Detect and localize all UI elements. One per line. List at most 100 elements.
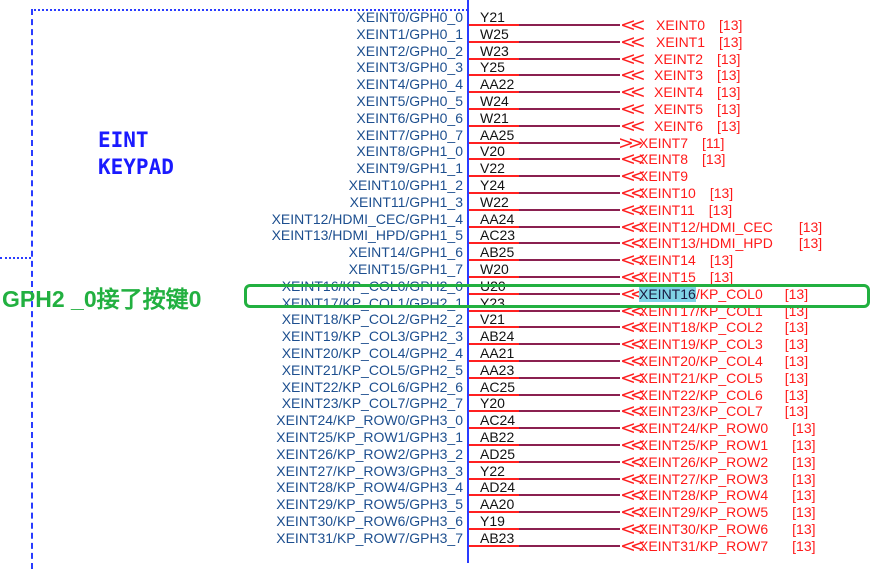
off-page-in-icon: << [620, 501, 646, 523]
ball-label: Y21 [480, 9, 505, 25]
page-ref: [13] [784, 286, 809, 302]
net-wire [519, 528, 620, 530]
pin-label: XEINT8/GPH1_0 [356, 143, 463, 159]
ball-label: Y24 [480, 177, 505, 193]
net-name: XEINT11 [639, 202, 695, 218]
pin-label: XEINT4/GPH0_4 [356, 76, 463, 92]
page-ref: [13] [792, 420, 816, 436]
off-page-in-icon: << [620, 316, 646, 338]
off-page-in-icon: << [620, 81, 646, 103]
net-label: XEINT23/KP_COL7 [13] [639, 403, 808, 419]
ball-label: AB23 [480, 530, 515, 546]
net-name: XEINT19/KP_COL3 [639, 336, 763, 352]
ball-label: AA24 [480, 211, 515, 227]
net-wire [519, 377, 620, 379]
net-wire [519, 326, 620, 328]
net-name: /KP_COL0 [695, 286, 763, 302]
ball-label: AC24 [480, 412, 516, 428]
ball-label: W22 [480, 194, 509, 210]
net-wire [519, 58, 620, 60]
ball-label: AD24 [480, 479, 516, 495]
pin-stub [469, 360, 519, 362]
net-name: XEINT18/KP_COL2 [639, 319, 763, 335]
net-wire [519, 461, 620, 463]
page-ref: [13] [792, 471, 816, 487]
page-ref: [13] [784, 403, 809, 419]
ball-label: Y20 [480, 395, 505, 411]
pin-stub [469, 293, 519, 295]
pin-label: XEINT21/KP_COL5/GPH2_5 [281, 362, 463, 378]
pin-label: XEINT18/KP_COL2/GPH2_2 [281, 311, 463, 327]
pin-label: XEINT29/KP_ROW5/GPH3_5 [276, 496, 463, 512]
net-label: XEINT1[13] [656, 34, 742, 50]
net-wire [519, 310, 620, 312]
off-page-in-icon: << [620, 535, 646, 557]
ball-label: AA25 [480, 127, 515, 143]
page-ref: [13] [798, 235, 823, 251]
highlight-ring [244, 284, 870, 308]
page-ref: [11] [702, 135, 725, 151]
net-name: XEINT3 [654, 67, 704, 83]
net-name: XEINT30/KP_ROW6 [639, 521, 769, 537]
net-highlight: XEINT16 [639, 286, 696, 302]
net-label: XEINT22/KP_COL6[13] [639, 387, 808, 403]
net-label: XEINT13/HDMI_HPD [13] [639, 235, 822, 251]
net-name: XEINT13/HDMI_HPD [639, 235, 773, 251]
net-name: XEINT23/KP_COL7 [639, 403, 763, 419]
page-ref: [13] [717, 67, 741, 83]
net-name: XEINT9 [639, 168, 689, 184]
page-ref: [13] [784, 387, 809, 403]
net-wire [519, 410, 620, 412]
net-label: XEINT27/KP_ROW3 [13] [639, 471, 816, 487]
pin-stub [469, 494, 519, 496]
page-ref: [13] [709, 252, 734, 268]
net-wire [519, 394, 620, 396]
off-page-in-icon: << [620, 216, 646, 238]
pin-label: XEINT10/GPH1_2 [348, 177, 463, 193]
block-title-keypad: KEYPAD [98, 155, 174, 179]
net-label: XEINT11 [13] [639, 202, 732, 218]
page-ref: [13] [709, 185, 734, 201]
pin-stub [469, 125, 519, 127]
net-name: XEINT28/KP_ROW4 [639, 487, 769, 503]
page-ref: [13] [792, 521, 816, 537]
pin-label: XEINT15/GPH1_7 [348, 261, 463, 277]
page-ref: [13] [708, 202, 733, 218]
ball-label: W25 [480, 26, 509, 42]
off-page-in-icon: << [620, 14, 646, 36]
ball-label: AD25 [480, 446, 516, 462]
off-page-in-icon: << [620, 266, 646, 288]
off-page-in-icon: << [620, 333, 646, 355]
net-wire [519, 24, 620, 26]
ball-label: AA22 [480, 76, 515, 92]
pin-stub [469, 377, 519, 379]
net-label: XEINT2[13] [654, 51, 740, 67]
net-label: XEINT19/KP_COL3[13] [639, 336, 808, 352]
off-page-in-icon: << [620, 518, 646, 540]
off-page-out-icon: >> [618, 132, 644, 154]
net-label: XEINT31/KP_ROW7[13] [639, 538, 816, 554]
off-page-in-icon: << [620, 249, 646, 271]
net-name: XEINT12/HDMI_CEC [639, 219, 773, 235]
net-wire [519, 293, 620, 295]
net-label: XEINT9 [639, 168, 702, 184]
net-wire [519, 158, 620, 160]
net-name: XEINT25/KP_ROW1 [639, 437, 769, 453]
annotation-text: GPH2 _0接了按键0 [2, 286, 202, 312]
off-page-in-icon: << [620, 31, 646, 53]
ball-label: AC23 [480, 227, 516, 243]
ball-label: Y25 [480, 59, 505, 75]
net-label: XEINT15[13] [639, 269, 733, 285]
net-wire [519, 545, 620, 547]
pin-stub [469, 310, 519, 312]
pin-stub [469, 192, 519, 194]
net-wire [519, 125, 620, 127]
page-ref: [13] [792, 538, 816, 554]
ball-label: W20 [480, 261, 509, 277]
net-name: XEINT27/KP_ROW3 [639, 471, 769, 487]
ball-label: W21 [480, 110, 509, 126]
pin-stub [469, 91, 519, 93]
pin-label: XEINT31/KP_ROW7/GPH3_7 [276, 530, 463, 546]
net-label: XEINT4[13] [654, 84, 740, 100]
pin-label: XEINT22/KP_COL6/GPH2_6 [281, 379, 463, 395]
